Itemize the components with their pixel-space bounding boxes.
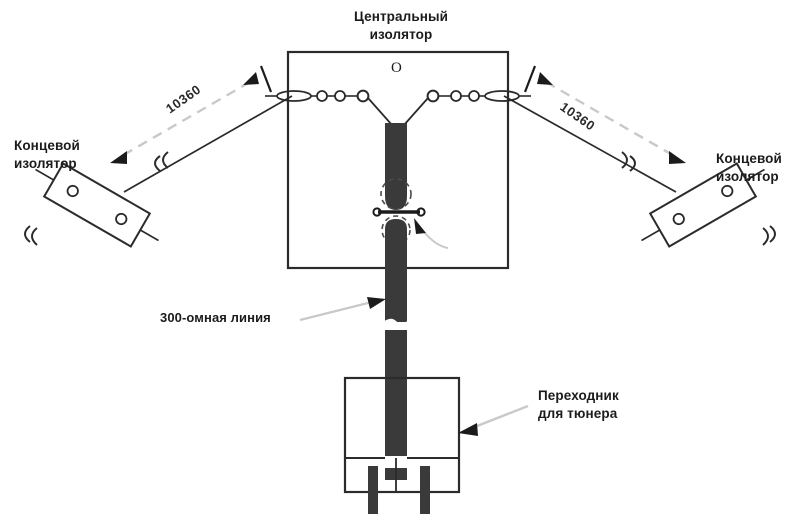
right-bead-2 — [450, 90, 462, 102]
jumper-leader-line — [423, 231, 449, 249]
right-antenna-wire — [503, 95, 677, 193]
left-dimension-arrow-out — [110, 151, 127, 164]
left-insulator-eyelet-outer — [66, 184, 79, 198]
center-insulator-label: Центральный изолятор — [353, 9, 448, 42]
right-dimension-line — [523, 65, 686, 164]
right-end-insulator — [641, 162, 765, 248]
right-bead-chain — [426, 89, 531, 103]
end-insulator-right-label: Концевой изолятор — [716, 151, 782, 184]
feedline-leader-arrow — [367, 297, 386, 309]
ribbon-upper — [385, 123, 407, 185]
right-wire-break-symbol — [621, 151, 636, 172]
adapter-terminal-left — [368, 466, 378, 514]
jumper-leader — [414, 218, 449, 249]
right-eyelet-loop — [484, 90, 520, 102]
right-dimension-arrow-in — [537, 72, 553, 85]
left-dimension-arrow-in — [243, 72, 259, 85]
left-dimension-tick — [259, 65, 273, 93]
center-o-mark: O — [391, 60, 402, 76]
feedline-label: 300-омная линия — [160, 310, 271, 325]
left-rope-break-symbol — [24, 225, 38, 246]
right-insulator-eyelet-inner — [672, 212, 685, 226]
ribbon-lower-loop-end — [385, 219, 407, 240]
ribbon-upper-loop-end — [385, 185, 407, 210]
left-feed-wire — [367, 97, 393, 126]
left-bead-2 — [334, 90, 346, 102]
ribbon-feedline-upper — [385, 236, 407, 322]
left-eyelet-loop — [276, 90, 312, 102]
left-end-insulator — [35, 162, 159, 248]
left-bead-1 — [316, 90, 328, 102]
adapter-leader-line — [471, 404, 529, 430]
right-feed-wire — [403, 97, 429, 126]
ribbon-feedline-lower — [385, 330, 407, 480]
adapter-terminal-right — [420, 466, 430, 514]
left-insulator-eyelet-inner — [115, 212, 128, 226]
right-bead-3 — [426, 89, 440, 103]
adapter-leader-arrow — [458, 423, 478, 436]
left-dimension-line — [110, 65, 273, 164]
right-dimension-leader — [545, 80, 677, 159]
jumper-link — [372, 207, 426, 217]
right-insulator-eyelet-outer — [721, 184, 734, 198]
right-dimension-tick — [523, 65, 537, 93]
right-rope-break-symbol — [762, 225, 776, 246]
left-bead-chain — [265, 89, 370, 103]
left-bead-3 — [356, 89, 370, 103]
jumper-left-terminal — [372, 207, 382, 217]
jumper-right-terminal — [416, 207, 426, 217]
feedline-leader — [299, 297, 386, 322]
tuner-adapter-label: Переходник для тюнера — [538, 388, 619, 421]
right-bead-1 — [468, 90, 480, 102]
tuner-adapter-box — [343, 376, 461, 494]
end-insulator-left-label: Концевой изолятор — [14, 138, 80, 171]
ribbon-break-symbol — [383, 318, 409, 334]
left-antenna-wire — [123, 95, 293, 193]
adapter-leader — [458, 404, 529, 436]
right-dimension-arrow-out — [669, 151, 686, 164]
ribbon-upper-loop-ring — [380, 178, 412, 210]
jumper-leader-arrow — [414, 218, 426, 234]
left-dimension-leader — [119, 80, 251, 159]
feedline-leader-line — [299, 300, 373, 322]
left-wire-break-symbol — [154, 151, 169, 172]
